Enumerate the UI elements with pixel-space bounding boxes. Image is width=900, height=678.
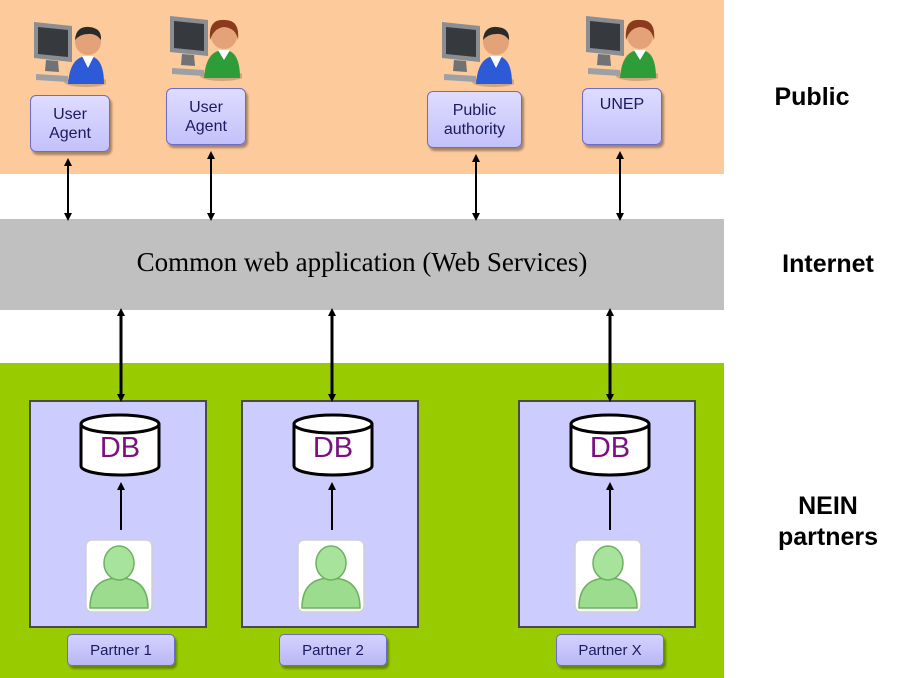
database-icon: [569, 413, 651, 477]
db-label: DB: [589, 432, 631, 464]
person-computer-icon: [170, 16, 242, 81]
web-application-label: Common web application (Web Services): [136, 247, 588, 277]
person-computer-icon: [586, 16, 658, 81]
nein-zone-title-line2: partners: [777, 523, 879, 551]
user-icon: [297, 539, 365, 613]
user-icon: [85, 539, 153, 613]
database-icon: [79, 413, 161, 477]
db-label: DB: [99, 432, 141, 464]
public-zone-title: Public: [774, 83, 850, 111]
actor-user-agent-2: User Agent: [166, 88, 246, 145]
internet-zone: [0, 219, 724, 310]
db-label: DB: [312, 432, 354, 464]
partner-2-label: Partner 2: [279, 634, 387, 666]
actor-public-authority: Public authority: [427, 91, 522, 148]
partner-x-label: Partner X: [556, 634, 664, 666]
internet-zone-title: Internet: [782, 250, 874, 278]
actor-user-agent-1: User Agent: [30, 95, 110, 152]
database-icon: [292, 413, 374, 477]
nein-zone-title-line1: NEIN: [798, 492, 858, 520]
partner-1-label: Partner 1: [67, 634, 175, 666]
person-computer-icon: [442, 22, 514, 87]
user-icon: [574, 539, 642, 613]
person-computer-icon: [34, 22, 106, 87]
actor-unep: UNEP: [582, 88, 662, 145]
